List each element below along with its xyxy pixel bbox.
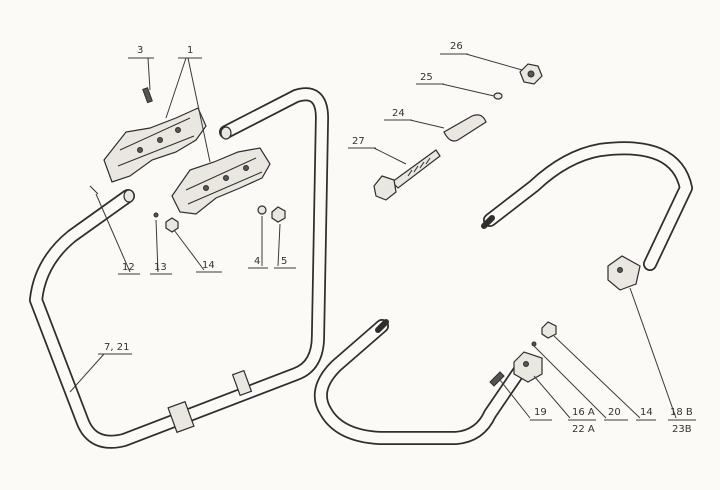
clamp-bracket-upper	[103, 107, 207, 183]
washer-25	[493, 92, 503, 100]
washer-20	[531, 341, 537, 347]
crash-bar-left	[29, 87, 329, 449]
callout-25: 25	[420, 72, 433, 83]
callout-23b: 23B	[672, 424, 692, 435]
callout-5: 5	[281, 256, 287, 267]
leader-lines	[69, 53, 696, 421]
callout-20: 20	[608, 407, 621, 418]
clamp-bracket-lower	[171, 147, 271, 215]
screw-12	[89, 185, 99, 195]
callout-22a: 22 A	[572, 424, 595, 435]
nut-26	[519, 63, 543, 85]
callout-13: 13	[154, 262, 167, 273]
callout-3: 3	[137, 45, 143, 56]
spacer-24	[443, 114, 487, 142]
callout-12: 12	[122, 262, 135, 273]
nut-5	[271, 206, 286, 223]
bolt-27	[373, 149, 441, 201]
bolt-19	[489, 371, 505, 387]
callout-4: 4	[254, 256, 260, 267]
crash-bar-right-lower	[313, 319, 543, 445]
callout-27: 27	[352, 136, 365, 147]
bolt-3	[142, 87, 153, 104]
callout-19: 19	[534, 407, 547, 418]
nut-14-left	[165, 217, 179, 233]
washer-13	[153, 212, 159, 218]
callout-24: 24	[392, 108, 405, 119]
callout-7-21: 7, 21	[104, 342, 129, 353]
callout-labels: 3 1 12 13 14 4 5 7, 21 26 25 24 27 19 16…	[104, 41, 693, 435]
callout-18b: 18 B	[670, 407, 693, 418]
callout-14-left: 14	[202, 260, 215, 271]
callout-14-right: 14	[640, 407, 653, 418]
nut-14-right	[541, 321, 557, 339]
callout-16a: 16 A	[572, 407, 595, 418]
crash-bar-right-upper	[481, 141, 693, 291]
washer-4	[257, 205, 267, 215]
callout-1: 1	[187, 45, 193, 56]
callout-26: 26	[450, 41, 463, 52]
